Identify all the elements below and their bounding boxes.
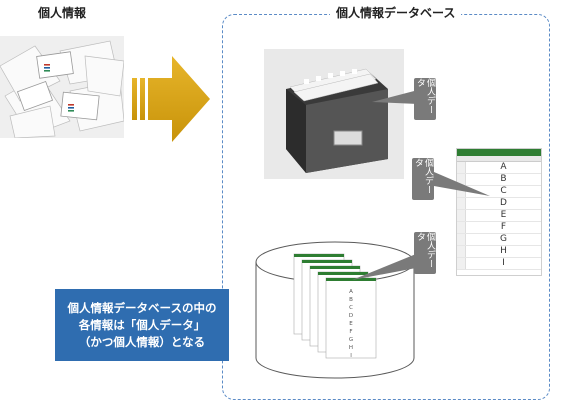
- row-number: [457, 174, 466, 185]
- sheet-title-bar: [457, 149, 541, 156]
- row-number: [457, 234, 466, 245]
- info-line-3: （かつ個人情報）となる: [78, 334, 206, 349]
- mini-sheet-cell: E: [349, 321, 353, 327]
- sheet-cell: G: [500, 234, 507, 244]
- sheet-row: H: [457, 246, 541, 258]
- sheet-row: D: [457, 198, 541, 210]
- sheet-cell: E: [500, 210, 507, 220]
- sheet-row: B: [457, 174, 541, 186]
- callout-pointer: [434, 172, 490, 196]
- paper-pile-image: [0, 36, 124, 138]
- mini-sheet-cell: H: [348, 345, 354, 351]
- row-number: [457, 210, 466, 221]
- database-cylinder-icon: [255, 241, 415, 379]
- mini-sheet-cell: G: [348, 337, 354, 343]
- mini-sheet-cell: F: [349, 329, 353, 335]
- personal-data-callout-cardbox: 個人データ: [414, 78, 436, 120]
- row-number: [457, 258, 466, 269]
- callout-pointer: [372, 90, 418, 104]
- callout-label: 個人データ: [415, 232, 435, 268]
- sheet-cell: C: [500, 186, 507, 196]
- info-line-1: 個人情報データベースの中の: [67, 300, 217, 315]
- sheet-ribbon: [457, 156, 541, 162]
- row-number: [457, 222, 466, 233]
- personal-info-database-title: 個人情報データベース: [330, 4, 462, 21]
- callout-label: 個人データ: [413, 158, 433, 194]
- sheet-cell: H: [500, 246, 507, 256]
- mini-sheet-cell: C: [349, 305, 353, 311]
- personal-info-title: 個人情報: [38, 6, 87, 20]
- sheet-row: E: [457, 210, 541, 222]
- card-file-box-image: [264, 49, 404, 179]
- sheet-cell: A: [500, 162, 507, 172]
- row-number: [457, 198, 466, 209]
- personal-data-callout-database: 個人データ: [414, 232, 436, 274]
- sheet-row: I: [457, 258, 541, 270]
- mini-sheet-cell: A: [349, 289, 353, 295]
- callout-pointer: [352, 254, 416, 280]
- mini-sheet-cell: B: [349, 297, 353, 303]
- sheet-row: G: [457, 234, 541, 246]
- callout-label: 個人データ: [415, 78, 435, 114]
- info-box: 個人情報データベースの中の 各情報は「個人データ」 （かつ個人情報）となる: [55, 289, 229, 361]
- sheet-cell: D: [500, 198, 507, 208]
- right-arrow-icon: [132, 56, 210, 142]
- personal-data-callout-sheet: 個人データ: [412, 158, 434, 200]
- sheet-cell: B: [500, 174, 507, 184]
- sheet-row: F: [457, 222, 541, 234]
- row-number: [457, 246, 466, 257]
- sheet-cell: F: [500, 222, 507, 232]
- sheet-cell: I: [502, 258, 505, 268]
- row-number: [457, 162, 466, 173]
- info-line-2: 各情報は「個人データ」: [78, 317, 206, 332]
- mini-sheet-cell: D: [348, 313, 354, 319]
- mini-sheet-cell: I: [350, 353, 352, 359]
- sheet-row: A: [457, 162, 541, 174]
